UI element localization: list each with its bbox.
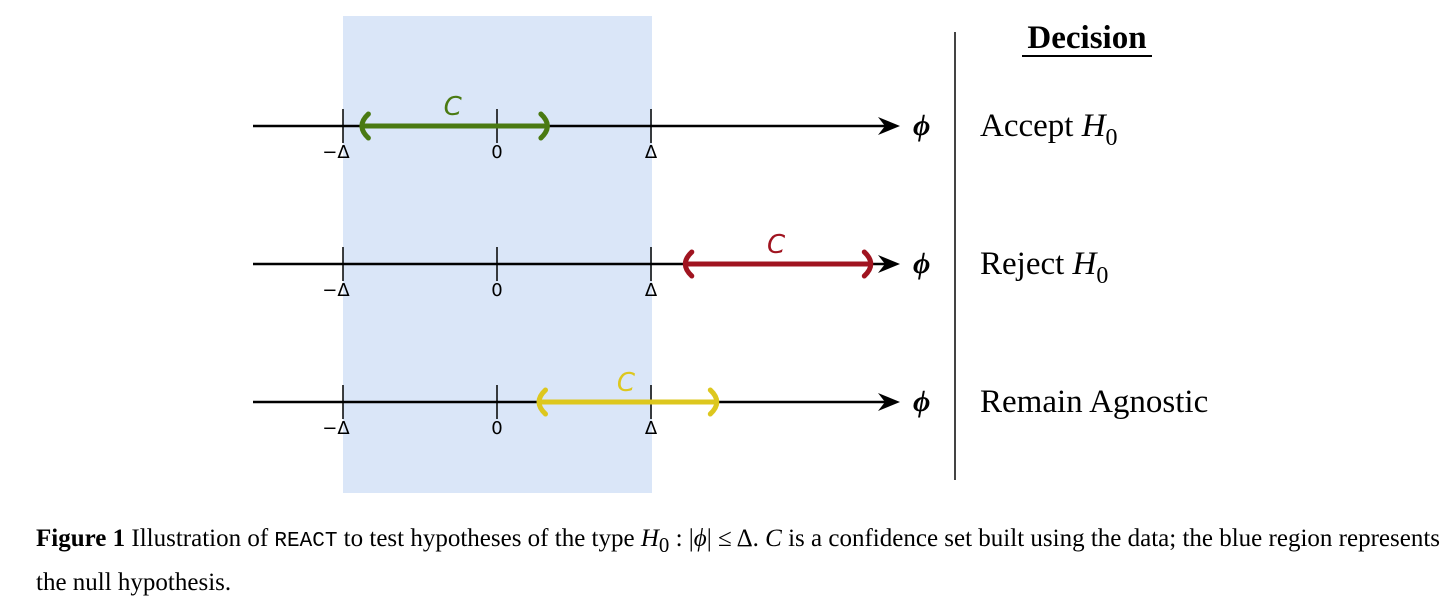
decision-word: Remain Agnostic [980,384,1208,420]
confidence-set-left-bracket [359,111,371,141]
decision-label: Accept H0 [980,108,1118,151]
axis-arrow-icon [878,117,900,135]
number-line-row: ϕ −Δ 0 ΔC Remain Agnostic [253,368,1208,439]
caption-code: REACT [274,530,338,553]
decision-hypothesis: H [1072,246,1099,282]
decision-word: Accept [980,108,1082,144]
confidence-set-right-bracket [861,249,874,279]
axis-arrow-icon [878,393,900,411]
decision-hypothesis-subscript: 0 [1096,263,1108,289]
decision-hypothesis-subscript: 0 [1106,125,1118,151]
caption-text: : | [669,525,694,552]
decision-label: Remain Agnostic [980,384,1208,420]
caption-label: Figure 1 [36,525,126,552]
tick-label: −Δ [322,418,350,439]
decision-label: Reject H0 [980,246,1108,289]
tick-label: 0 [491,142,502,163]
caption-text: | ≤ Δ. [706,525,766,552]
confidence-set-label: C [767,230,786,260]
caption-text: is a confidence set built using the data… [36,525,1440,596]
confidence-set-right-bracket [707,387,720,417]
tick-label: 0 [491,280,502,301]
decision-word: Reject [980,246,1073,282]
decision-title: Decision [1027,20,1146,56]
tick-label: −Δ [322,280,350,301]
tick-label: Δ [645,418,658,439]
tick-label: 0 [491,418,502,439]
tick-label: −Δ [322,142,350,163]
tick-label: Δ [645,280,658,301]
confidence-set-left-bracket [682,249,695,279]
confidence-set-label: C [444,92,463,122]
axis-variable-label: ϕ [913,385,930,418]
confidence-set-right-bracket [538,111,550,141]
axis-variable-label: ϕ [913,109,930,142]
caption-text: to test hypotheses of the type [337,525,641,552]
caption-math: C [765,525,782,552]
confidence-set-label: C [617,368,636,398]
decision-hypothesis: H [1081,108,1108,144]
axis-variable-label: ϕ [913,247,930,280]
caption-math: ϕ [693,525,707,552]
axis-arrow-icon [878,255,900,273]
confidence-set-left-bracket [536,387,548,417]
caption-math-sub: 0 [658,533,670,557]
figure-caption: Figure 1 Illustration of REACT to test h… [36,520,1446,601]
caption-text: Illustration of [125,525,275,552]
tick-label: Δ [645,142,658,163]
caption-math: H [640,525,659,552]
